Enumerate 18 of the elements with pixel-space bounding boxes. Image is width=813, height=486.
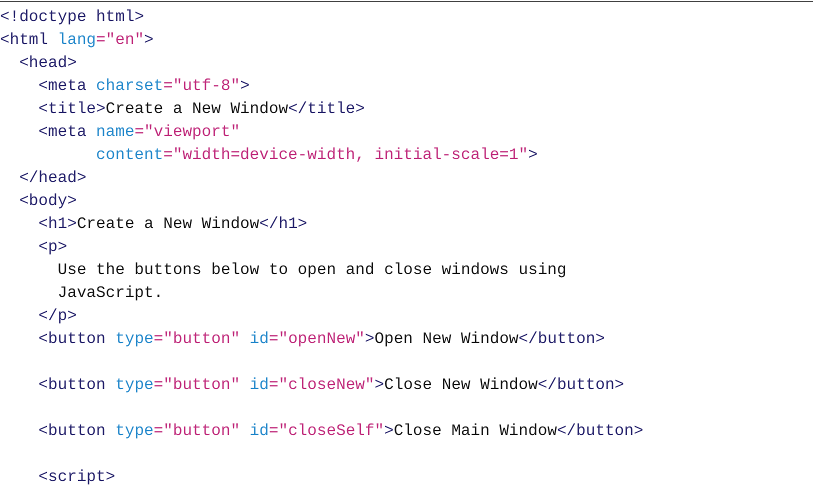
- code-line: </head>: [18, 168, 86, 189]
- code-line: <head>: [18, 53, 77, 74]
- code-line: <title>Create a New Window</title>: [37, 99, 365, 120]
- code-line: </p>: [37, 306, 77, 327]
- code-line: JavaScript.: [56, 283, 164, 304]
- code-line: <meta name="viewport": [37, 122, 240, 143]
- code-line: Use the buttons below to open and close windows using: [56, 260, 566, 281]
- code-line: <!doctype html>: [0, 7, 144, 28]
- code-line: <button type="button" id="closeNew">Close New Window</button>: [37, 375, 624, 396]
- code-line: <script>: [37, 467, 116, 486]
- code-line: <meta charset="utf-8">: [37, 76, 250, 97]
- code-line: <html lang="en">: [0, 30, 154, 51]
- code-line: content="width=device-width, initial-scale=1">: [95, 145, 538, 166]
- code-line: <button type="button" id="openNew">Open New Window</button>: [37, 329, 605, 350]
- code-line: <body>: [18, 191, 77, 212]
- code-line: <p>: [37, 237, 68, 258]
- code-line: <h1>Create a New Window</h1>: [37, 214, 308, 235]
- code-line: <button type="button" id="closeSelf">Close Main Window</button>: [37, 421, 644, 442]
